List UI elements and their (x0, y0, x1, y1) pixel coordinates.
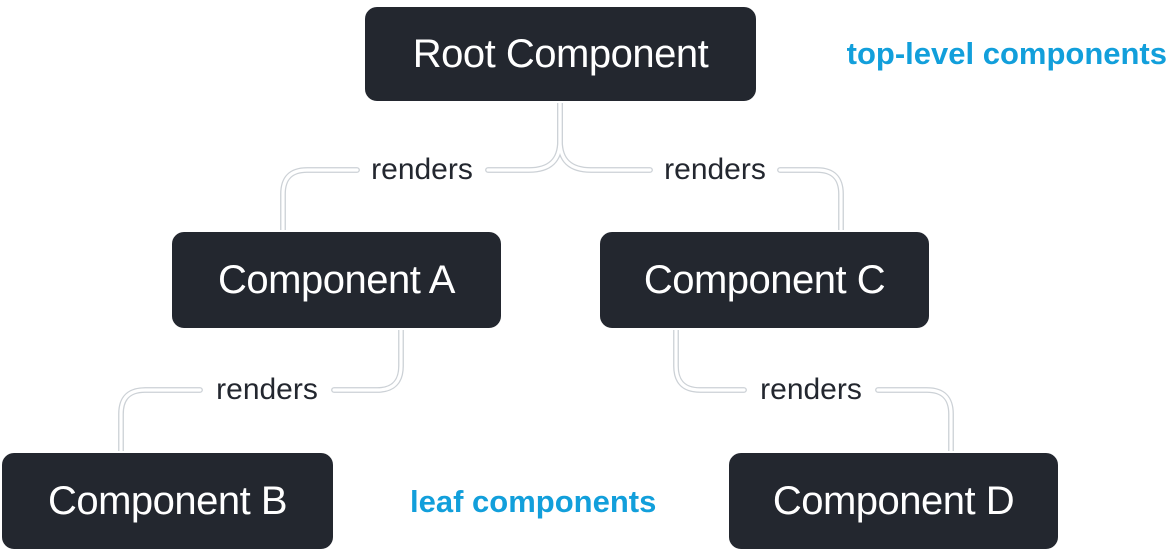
edge-label-root-renders-c: renders (664, 153, 766, 186)
node-component-d: Component D (727, 451, 1060, 551)
node-root-component-label: Root Component (412, 31, 709, 76)
edge-root-to-c-segment-2 (778, 168, 843, 232)
edge-root-to-a-segment-2 (281, 168, 359, 232)
edge-label-root-renders-a: renders (371, 153, 473, 186)
annotation-top-level-components: top-level components (846, 36, 1167, 71)
edge-label-c-renders-d: renders (760, 373, 862, 406)
node-component-a-label: Component A (218, 257, 455, 302)
node-component-b: Component B (0, 451, 335, 551)
edge-root-to-c-segment-2 (780, 170, 841, 230)
edge-label-a-renders-b: renders (216, 373, 318, 406)
edge-c-to-d-segment-1 (674, 328, 746, 392)
node-component-c: Component C (598, 230, 931, 330)
edge-root-to-c-segment-1 (560, 103, 650, 170)
edge-c-to-d-segment-2 (878, 390, 951, 451)
node-component-a: Component A (170, 230, 503, 330)
edge-c-to-d-segment-2 (876, 388, 953, 453)
edge-root-to-a-segment-1 (488, 103, 560, 170)
edge-root-to-a-segment-1 (486, 101, 562, 172)
node-component-d-label: Component D (772, 478, 1015, 523)
edge-root-to-a-segment-2 (283, 170, 357, 230)
node-component-b-label: Component B (47, 478, 288, 523)
edge-a-to-b-segment-1 (334, 330, 401, 390)
edge-a-to-b-segment-1 (332, 328, 403, 392)
edge-a-to-b-segment-2 (121, 390, 200, 451)
node-root-component: Root Component (363, 5, 758, 103)
annotation-leaf-components: leaf components (410, 484, 657, 519)
edge-root-to-c-segment-1 (558, 101, 652, 172)
node-component-c-label: Component C (643, 257, 886, 302)
edge-c-to-d-segment-1 (676, 330, 744, 390)
edge-a-to-b-segment-2 (119, 388, 202, 453)
